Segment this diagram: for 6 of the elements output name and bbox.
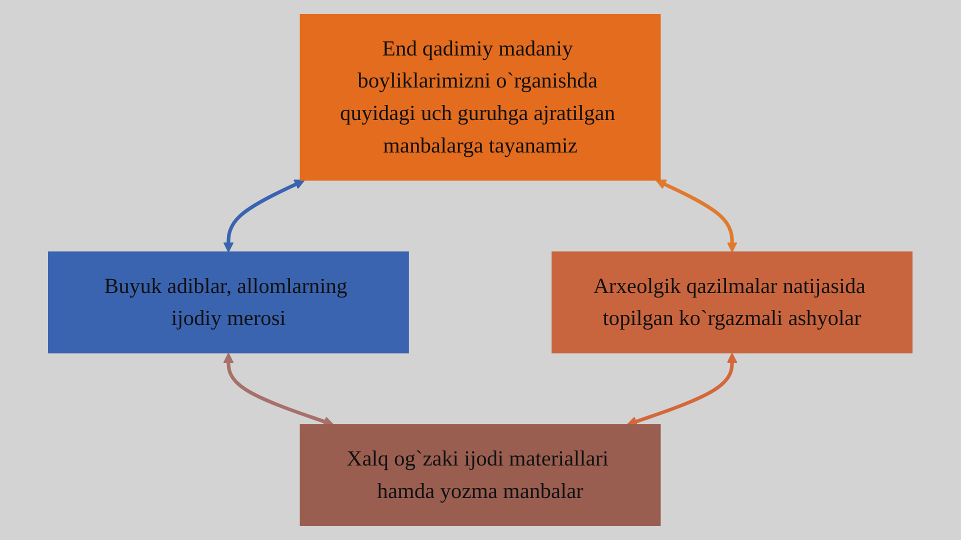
node-box: End qadimiy madaniy boyliklarimizni o`rganishda quyidagi uch guruhga ajratilgan manbalarga tayanamiz: [300, 14, 661, 181]
arrow: [223, 180, 306, 252]
arrow: [656, 180, 738, 252]
node-box: Buyuk adiblar, allomlarning ijodiy merosi: [48, 251, 410, 354]
node-box: Arxeolgik qazilmalar natijasida topilgan ko`rgazmali ashyolar: [552, 251, 913, 354]
node-box: Xalq og`zaki ijodi materiallari hamda yozma manbalar: [300, 424, 661, 526]
